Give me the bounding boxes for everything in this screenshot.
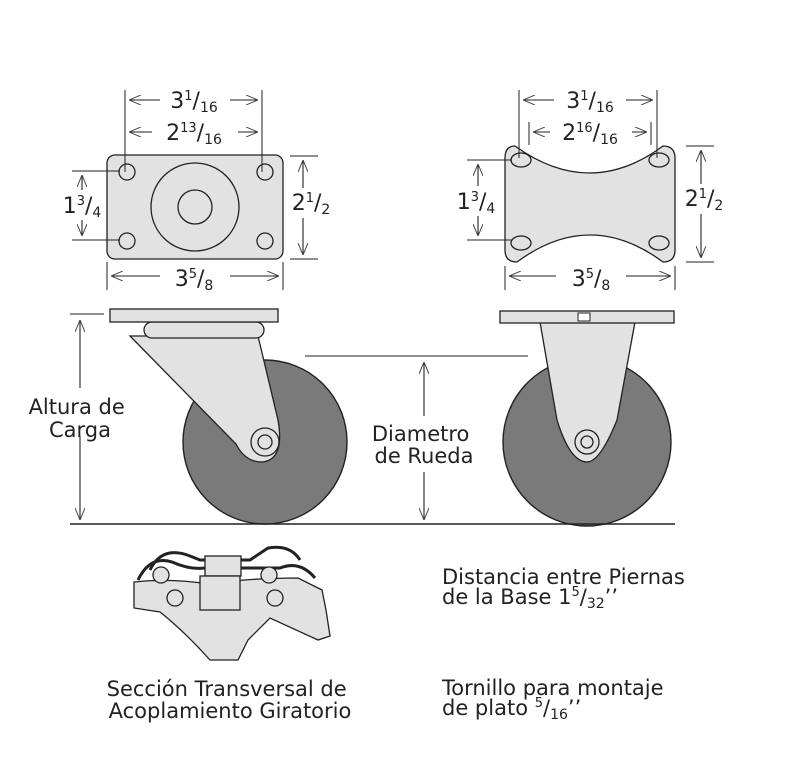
swivel-axle-inner: [257, 434, 273, 450]
bolt-note: Tornillo para montaje de plato 5/16’’: [441, 676, 670, 723]
rigid-outer-height-label: 21/2: [685, 187, 724, 214]
cross-section-caption: Sección Transversal de Acoplamiento Gira…: [107, 677, 354, 723]
rigid-outer-width-label: 31/16: [566, 89, 614, 116]
swivel-plate-length-label: 35/8: [175, 267, 214, 294]
rigid-plate-dimensions: [450, 90, 730, 290]
rigid-inner-width-label: 216/16: [562, 121, 618, 148]
swivel-outer-width-label: 31/16: [170, 89, 218, 116]
leg-distance-note: Distancia entre Piernas de la Base 15/32…: [442, 565, 692, 612]
swivel-top-plate: [106, 154, 284, 260]
swivel-fork: [128, 335, 281, 463]
side-view-dimensions: [60, 313, 675, 525]
rigid-axle-inner: [580, 435, 594, 449]
rigid-plate-length-label: 35/8: [572, 267, 611, 294]
swivel-bearing: [143, 321, 265, 339]
swivel-outer-height-label: 21/2: [292, 191, 331, 218]
rigid-inner-height-label: 13/4: [457, 190, 496, 217]
rigid-caster-side-view: [499, 310, 675, 527]
swivel-cross-section: [133, 545, 331, 661]
rigid-fork: [539, 321, 636, 463]
swivel-inner-width-label: 213/16: [166, 121, 222, 148]
wheel-diameter-label: Diametro de Rueda: [372, 422, 476, 468]
rigid-top-plate: [504, 145, 676, 263]
swivel-plate-dimensions: [56, 90, 338, 290]
load-height-label: Altura de Carga: [29, 395, 132, 442]
swivel-inner-height-label: 13/4: [63, 194, 102, 221]
swivel-mount-plate: [109, 308, 279, 323]
swivel-caster-side-view: [109, 308, 348, 525]
